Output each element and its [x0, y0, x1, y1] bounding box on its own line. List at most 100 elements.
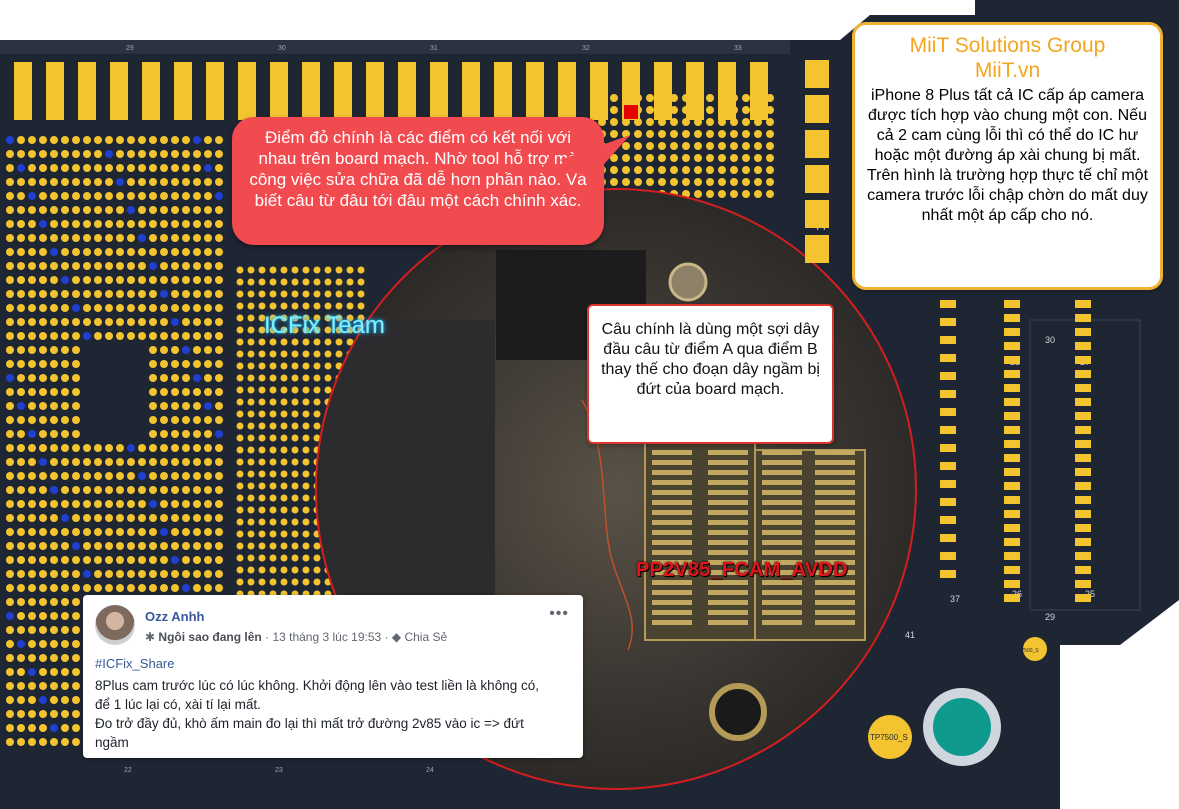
pcb-ball [50, 514, 58, 522]
post-group[interactable]: Chia Sẻ [404, 630, 448, 644]
pcb-ball [215, 402, 223, 410]
avatar[interactable] [95, 605, 135, 645]
pcb-pad [805, 200, 829, 228]
pcb-ball [83, 220, 91, 228]
connector-pin [762, 510, 802, 515]
pcb-ball [127, 290, 135, 298]
pcb-ball [171, 514, 179, 522]
pcb-ball [193, 262, 201, 270]
pcb-ball [302, 338, 310, 346]
pcb-ball [6, 500, 14, 508]
pcb-ball [83, 290, 91, 298]
pcb-ball [138, 318, 146, 326]
pcb-ball [61, 444, 69, 452]
pcb-ball [269, 506, 277, 514]
pcb-ball [138, 528, 146, 536]
pcb-ball [280, 398, 288, 406]
pcb-ball [313, 554, 321, 562]
pcb-ball [17, 584, 25, 592]
pcb-ball [149, 528, 157, 536]
pcb-ball [346, 326, 354, 334]
pcb-ball [72, 304, 80, 312]
pcb-ball [280, 374, 288, 382]
pcb-ball [247, 326, 255, 334]
pcb-ball [39, 276, 47, 284]
pcb-ball [269, 410, 277, 418]
pcb-ball [766, 94, 774, 102]
pcb-ball [204, 346, 212, 354]
pcb-ball [72, 346, 80, 354]
pcb-ball [269, 290, 277, 298]
pcb-ball [61, 304, 69, 312]
pcb-ball [247, 506, 255, 514]
pcb-ball [204, 290, 212, 298]
pcb-ball [718, 106, 726, 114]
connector-pin [708, 600, 748, 605]
pcb-ball [258, 566, 266, 574]
connector-pin [815, 540, 855, 545]
pcb-ball [39, 304, 47, 312]
post-timestamp[interactable]: 13 tháng 3 lúc 19:53 [272, 630, 382, 644]
post-author[interactable]: Ozz Anhh [145, 609, 205, 624]
pcb-ball [138, 444, 146, 452]
pcb-pad [940, 354, 956, 362]
pcb-ball [83, 206, 91, 214]
pcb-ball [50, 332, 58, 340]
pcb-ball [105, 500, 113, 508]
brand-name: MiiT Solutions Group [909, 34, 1106, 57]
pcb-ball [302, 290, 310, 298]
pcb-ball [116, 178, 124, 186]
pcb-ball [182, 360, 190, 368]
pcb-ball [94, 472, 102, 480]
pcb-ball [171, 570, 179, 578]
pcb-ball [17, 654, 25, 662]
pcb-ball [215, 234, 223, 242]
pcb-ball [193, 388, 201, 396]
pcb-ball [236, 494, 244, 502]
pcb-ball [72, 486, 80, 494]
pcb-ball [236, 434, 244, 442]
pcb-ball [39, 234, 47, 242]
pcb-ball [138, 458, 146, 466]
pcb-ball [6, 696, 14, 704]
pcb-ball [50, 220, 58, 228]
post-hashtag[interactable]: #ICFix_Share [95, 656, 175, 671]
pcb-ball [766, 130, 774, 138]
pcb-ball [72, 696, 80, 704]
connector-pin [762, 480, 802, 485]
board-label: 19 [1010, 461, 1017, 467]
pcb-ball [658, 142, 666, 150]
pcb-ball [324, 314, 332, 322]
pcb-ball [598, 94, 606, 102]
pcb-ball [357, 266, 365, 274]
pcb-ball [50, 528, 58, 536]
pcb-ball [94, 584, 102, 592]
pcb-ball [193, 556, 201, 564]
pcb-ball [670, 154, 678, 162]
pcb-ball [204, 248, 212, 256]
pcb-ball [127, 528, 135, 536]
pcb-ball [160, 290, 168, 298]
pcb-pad [750, 62, 768, 120]
pcb-ball [39, 290, 47, 298]
more-options-icon[interactable]: ••• [549, 605, 569, 622]
pcb-ball [61, 206, 69, 214]
pcb-ball [171, 486, 179, 494]
pcb-ball [258, 386, 266, 394]
pcb-ball [193, 444, 201, 452]
pcb-ball [61, 640, 69, 648]
pcb-ball [236, 314, 244, 322]
pcb-ball [6, 262, 14, 270]
pcb-ball [193, 542, 201, 550]
pcb-ball [182, 318, 190, 326]
post-line: để 1 lúc lại có, xài tí lại mất. [95, 697, 261, 712]
connector-pin [652, 520, 692, 525]
pcb-ball [94, 136, 102, 144]
pcb-ball [171, 444, 179, 452]
pcb-ball [72, 290, 80, 298]
board-label: 24 [426, 767, 434, 774]
pcb-ball [280, 326, 288, 334]
pcb-ball [646, 106, 654, 114]
pcb-ball [138, 234, 146, 242]
pcb-ball [215, 528, 223, 536]
